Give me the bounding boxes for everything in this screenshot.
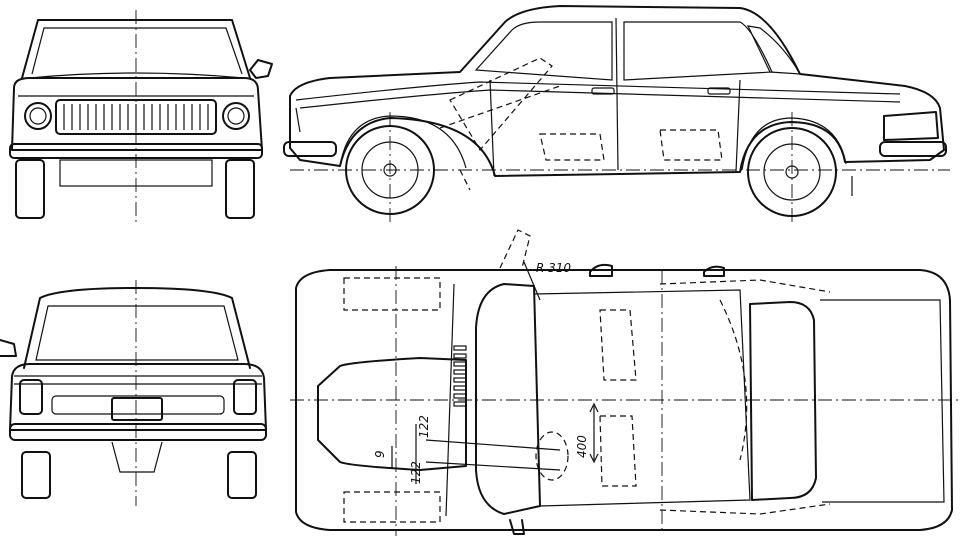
top-rear-window	[749, 301, 817, 501]
front-wheel-left	[15, 159, 45, 219]
top-windshield	[475, 283, 541, 515]
door-handle-front	[591, 87, 615, 95]
headlight-right	[222, 102, 250, 130]
side-view	[283, 5, 950, 226]
pedal-offset-lower-label: 122	[409, 461, 423, 484]
rear-view	[0, 280, 267, 506]
side-tail-light	[883, 111, 939, 141]
pedal-offset-upper-label: 122	[417, 415, 431, 438]
headlight-left	[24, 102, 52, 130]
side-rear-bumper	[879, 141, 947, 157]
front-wheel-right	[225, 159, 255, 219]
rear-wheel-right	[227, 451, 257, 499]
hood-bulge	[317, 357, 467, 471]
rear-wheel-left	[21, 451, 51, 499]
turn-radius-label: R 310	[536, 261, 571, 275]
rear-light-right	[233, 379, 257, 415]
front-door-window	[474, 21, 613, 81]
rear-light-left	[19, 379, 43, 415]
seat-depth-label: 400	[575, 435, 589, 458]
door-handle-rear	[707, 87, 731, 95]
front-view	[9, 10, 273, 225]
rear-bumper	[9, 423, 267, 441]
license-plate	[111, 397, 163, 421]
top-view	[290, 229, 960, 536]
pedal-gap-label: 9	[373, 450, 387, 458]
side-front-bumper	[283, 141, 337, 157]
